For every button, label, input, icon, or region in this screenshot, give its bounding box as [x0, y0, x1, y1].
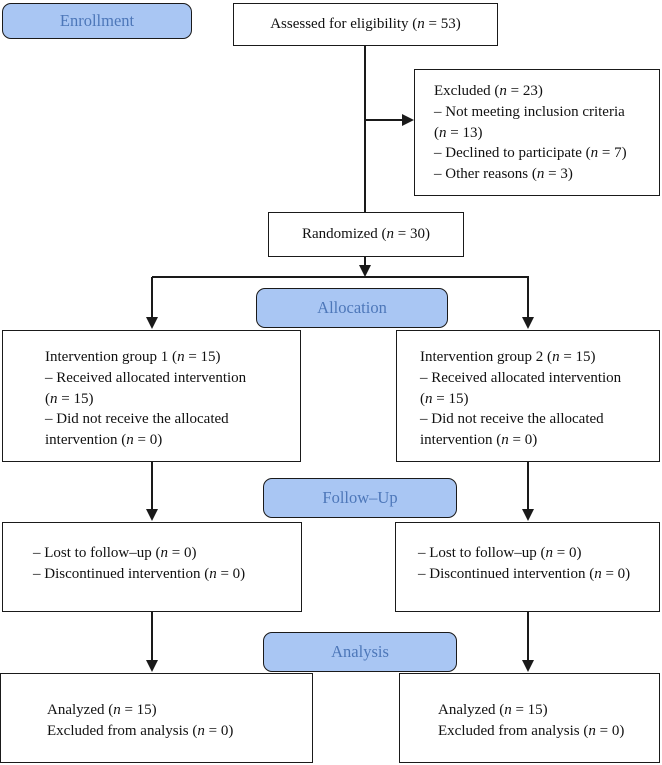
followup-stage-text: Follow–Up: [322, 488, 398, 507]
arrowhead-excluded: [402, 114, 414, 126]
analysis2-line: Excluded from analysis (n = 0): [438, 722, 625, 739]
analysis-stage-text: Analysis: [331, 642, 389, 661]
arrowhead-followup2: [522, 509, 534, 521]
connector-followup1-to-analysis1: [151, 612, 153, 660]
intervention-group2-box: Intervention group 2 (n = 15) – Received…: [396, 330, 660, 462]
connector-split-to-group2: [527, 277, 529, 318]
excluded-box: Excluded (n = 23) – Not meeting inclusio…: [414, 69, 660, 196]
followup-group1-box: – Lost to follow–up (n = 0) – Discontinu…: [2, 522, 302, 612]
randomized-text: Randomized (n = 30): [301, 226, 431, 242]
excluded-line: – Declined to participate (n = 7): [434, 145, 627, 162]
analysis-group2-box: Analyzed (n = 15) Excluded from analysis…: [399, 673, 660, 763]
arrowhead-group2: [522, 317, 534, 329]
followup1-line: – Lost to follow–up (n = 0): [33, 545, 197, 561]
assessed-text: Assessed for eligibility (n = 53): [270, 16, 461, 32]
group1-line: – Received allocated intervention: [45, 369, 247, 386]
enrollment-stage-label: Enrollment: [2, 3, 192, 39]
followup1-line: – Discontinued intervention (n = 0): [33, 565, 246, 582]
followup2-line: – Lost to follow–up (n = 0): [418, 545, 582, 561]
connector-followup2-to-analysis2: [527, 612, 529, 660]
group2-line: Intervention group 2 (n = 15): [420, 349, 596, 365]
group1-line: intervention (n = 0): [45, 432, 163, 449]
followup-group2-box: – Lost to follow–up (n = 0) – Discontinu…: [395, 522, 660, 612]
followup-stage-label: Follow–Up: [263, 478, 457, 518]
assessed-box: Assessed for eligibility (n = 53): [233, 3, 498, 46]
analysis2-line: Analyzed (n = 15): [438, 702, 548, 718]
analysis-stage-label: Analysis: [263, 632, 457, 672]
analysis1-line: Excluded from analysis (n = 0): [47, 722, 234, 739]
group1-line: (n = 15): [45, 390, 94, 407]
group2-line: – Did not receive the allocated: [420, 411, 604, 428]
connector-to-excluded: [365, 119, 402, 121]
analysis1-line: Analyzed (n = 15): [47, 702, 157, 718]
connector-group1-to-followup1: [151, 462, 153, 509]
followup2-line: – Discontinued intervention (n = 0): [418, 565, 631, 582]
group1-line: Intervention group 1 (n = 15): [45, 349, 221, 365]
allocation-stage-text: Allocation: [317, 298, 387, 317]
split-line: [152, 276, 529, 278]
arrowhead-followup1: [146, 509, 158, 521]
connector-randomized-to-split: [364, 257, 366, 267]
allocation-stage-label: Allocation: [256, 288, 448, 328]
intervention-group1-box: Intervention group 1 (n = 15) – Received…: [2, 330, 301, 462]
connector-split-to-group1: [151, 277, 153, 318]
arrowhead-split: [359, 265, 371, 277]
randomized-box: Randomized (n = 30): [268, 212, 464, 257]
group2-line: intervention (n = 0): [420, 432, 538, 449]
connector-group2-to-followup2: [527, 462, 529, 509]
enrollment-stage-text: Enrollment: [59, 11, 135, 30]
excluded-line: – Not meeting inclusion criteria: [434, 103, 625, 120]
group2-line: (n = 15): [420, 390, 469, 407]
arrowhead-group1: [146, 317, 158, 329]
connector-assessed-to-randomized: [364, 46, 366, 213]
analysis-group1-box: Analyzed (n = 15) Excluded from analysis…: [0, 673, 313, 763]
group1-line: – Did not receive the allocated: [45, 411, 229, 428]
group2-line: – Received allocated intervention: [420, 369, 622, 386]
excluded-line: Excluded (n = 23): [434, 83, 543, 99]
arrowhead-analysis2: [522, 660, 534, 672]
excluded-line: – Other reasons (n = 3): [434, 166, 573, 183]
arrowhead-analysis1: [146, 660, 158, 672]
excluded-line: (n = 13): [434, 124, 483, 141]
